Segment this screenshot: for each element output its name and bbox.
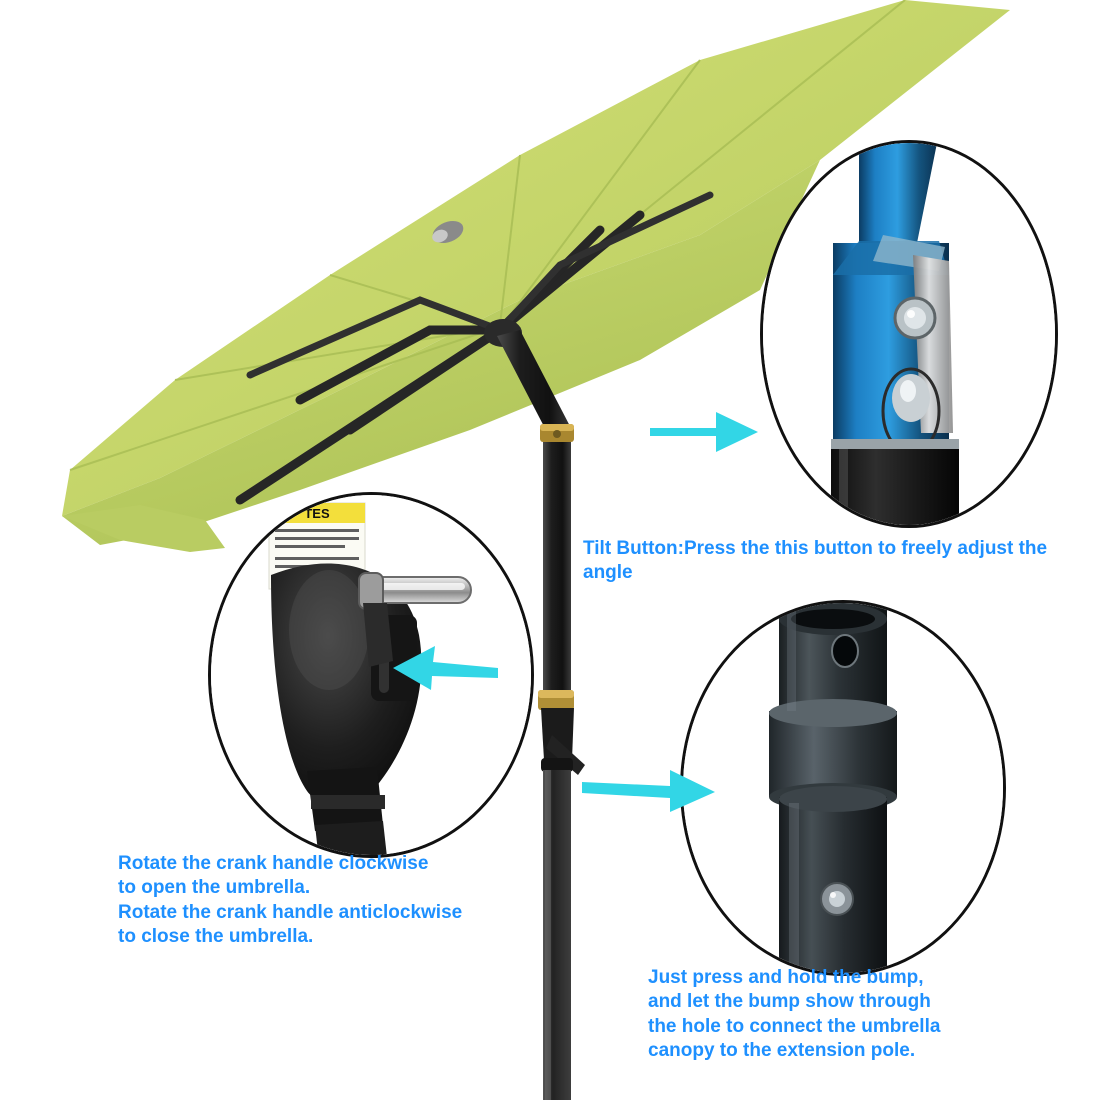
canopy	[62, 0, 1010, 552]
arrow-crank	[393, 646, 498, 690]
tilt-button-caption: Tilt Button:Press the this button to fre…	[583, 538, 1048, 584]
crank-housing	[538, 690, 585, 775]
extension-pole-caption: Just press and hold the bump, and let th…	[648, 967, 941, 1061]
tilt-joint	[540, 424, 574, 442]
arrow-bump	[582, 770, 715, 812]
inset-pole-joint	[680, 600, 1006, 976]
arrow-tilt	[650, 412, 758, 452]
inset-tilt-button	[760, 140, 1058, 528]
inset-crank-handle: TES	[208, 492, 534, 858]
svg-text:TES: TES	[304, 506, 330, 521]
crank-handle-caption: Rotate the crank handle clockwise to ope…	[118, 853, 463, 947]
chrome-crank-handle	[358, 572, 472, 667]
umbrella-pole-upper	[497, 330, 572, 696]
spring-bump	[820, 882, 854, 916]
pole-highlight	[545, 770, 551, 1100]
